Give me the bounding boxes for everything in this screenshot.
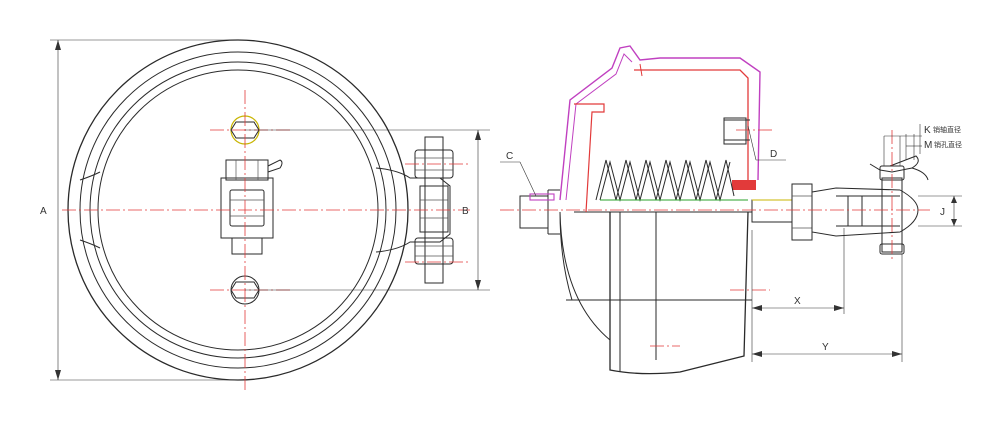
diaphragm-plate xyxy=(574,103,605,213)
pin-diameter-desc: 销轴直径 xyxy=(933,125,961,134)
left-notch xyxy=(79,171,101,249)
dimension-b-label: B xyxy=(462,206,469,217)
clamp-nut-bottom xyxy=(414,237,454,265)
hole-diameter-desc: 销孔直径 xyxy=(934,140,962,149)
dimension-y-label: Y xyxy=(822,342,829,353)
dimension-j-label: J xyxy=(940,207,945,218)
inlet-port xyxy=(519,195,549,229)
dimension-d-label: D xyxy=(770,149,777,160)
port-c-label: C xyxy=(506,151,513,162)
cotter-pin xyxy=(267,159,283,173)
dimension-a-label: A xyxy=(40,206,47,217)
lock-nut xyxy=(791,183,813,241)
front-view: A B xyxy=(40,39,490,390)
red-insert xyxy=(732,180,756,190)
upper-housing-section xyxy=(559,45,761,201)
dimension-x-label: X xyxy=(794,296,801,307)
center-yoke-body xyxy=(220,177,274,239)
pin-diameter-label: K xyxy=(924,125,931,136)
clevis-cotter-pin xyxy=(869,155,919,173)
hole-diameter-label: M xyxy=(924,140,932,151)
center-nut xyxy=(225,159,269,181)
side-section-view: C D X xyxy=(500,45,962,375)
push-rod xyxy=(751,199,793,223)
return-spring xyxy=(595,159,735,201)
chamber-body xyxy=(609,211,749,375)
